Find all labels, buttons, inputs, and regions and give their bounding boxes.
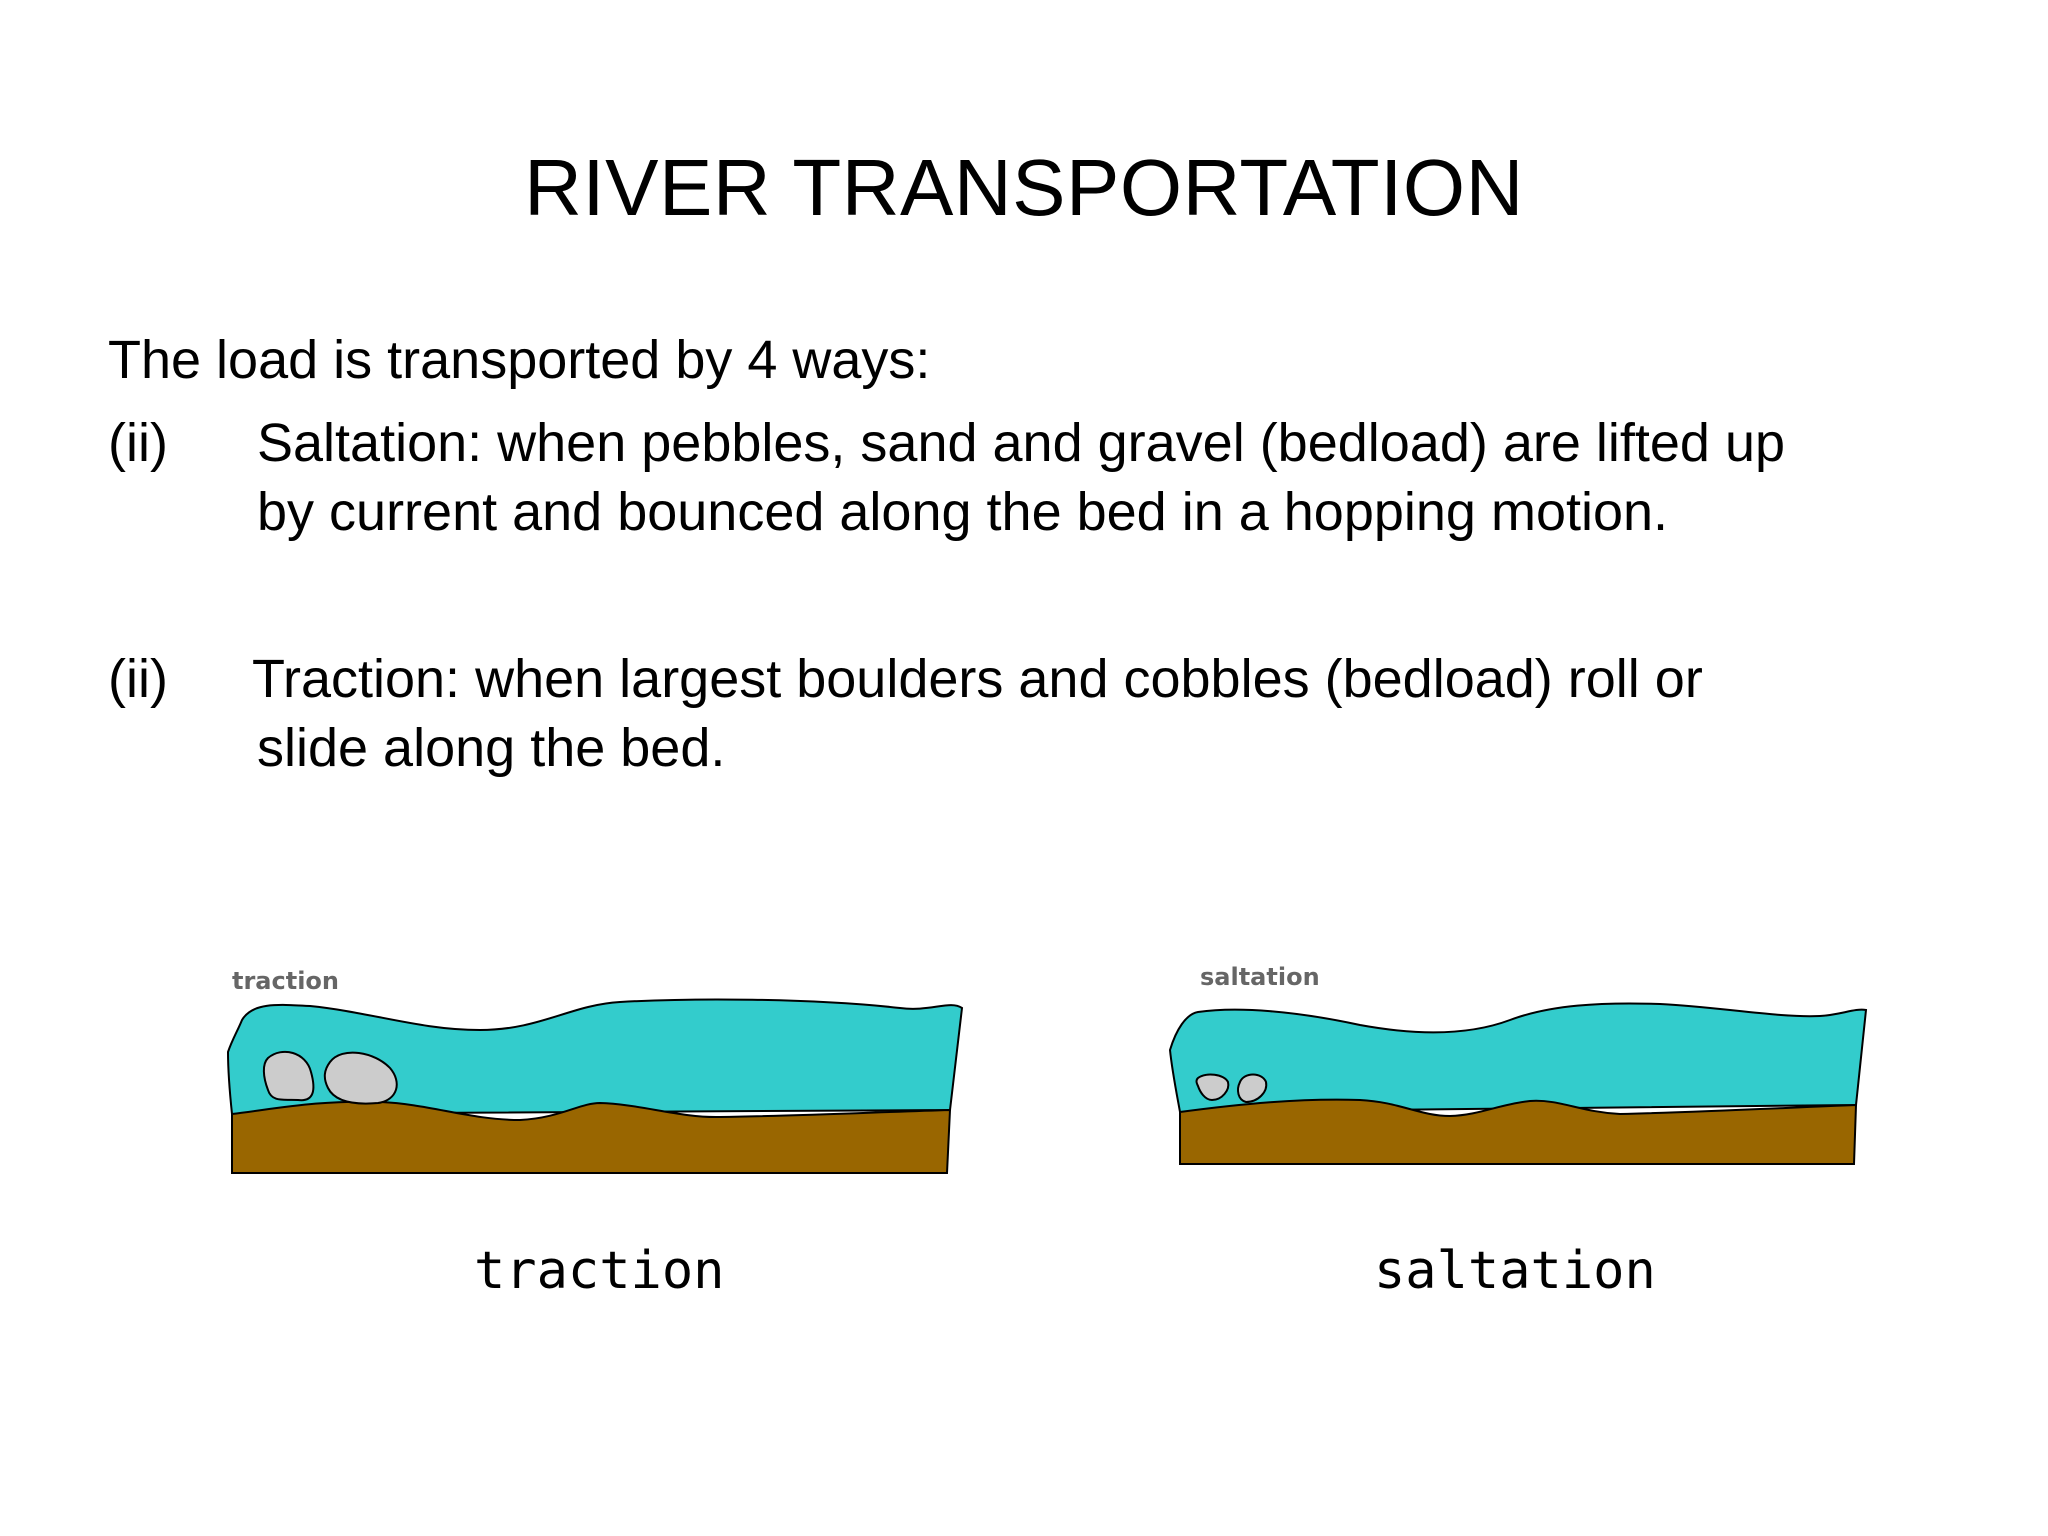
saltation-line-2: by current and bounced along the bed in …	[257, 482, 1669, 542]
item-number-traction: (ii)	[108, 649, 168, 709]
saltation-pebble-2	[1237, 1073, 1268, 1104]
traction-boulder-1	[262, 1050, 315, 1102]
traction-line-1: Traction: when largest boulders and cobb…	[252, 649, 1703, 709]
saltation-water	[1168, 1002, 1868, 1114]
saltation-caption: saltation	[1374, 1241, 1656, 1301]
item-number-saltation: (ii)	[108, 413, 168, 473]
traction-line-2: slide along the bed.	[257, 718, 726, 778]
saltation-line-1: Saltation: when pebbles, sand and gravel…	[257, 413, 1786, 473]
traction-water	[226, 998, 964, 1116]
traction-caption: traction	[474, 1241, 725, 1301]
slide-title: RIVER TRANSPORTATION	[524, 143, 1524, 232]
saltation-pebble-1	[1195, 1073, 1230, 1102]
intro-text: The load is transported by 4 ways:	[108, 330, 931, 390]
saltation-riverbed	[1179, 1098, 1858, 1165]
traction-boulder-2	[323, 1051, 398, 1105]
saltation-diagram-label: saltation	[1200, 963, 1320, 991]
traction-diagram-label: traction	[232, 967, 340, 995]
